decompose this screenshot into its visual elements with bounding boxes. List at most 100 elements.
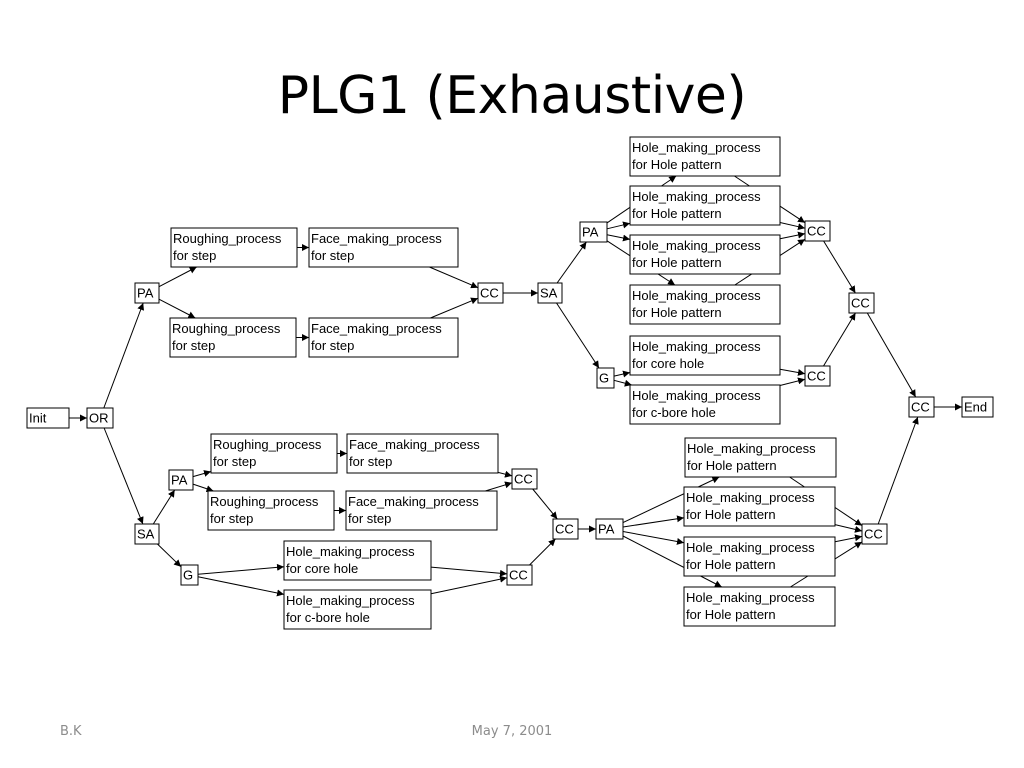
edge-or-to-sa_bot (103, 427, 144, 525)
node-box (908, 396, 935, 418)
edge-pa_top2-to-hole_t2 (606, 221, 631, 230)
edge-pa_bot-to-rough_c (192, 470, 212, 478)
edge-pa_bot2-to-hole_b1 (622, 476, 720, 524)
node-label-line: for step (172, 338, 215, 353)
node-label-line: for step (173, 248, 216, 263)
node-sa_bot: SA (134, 523, 160, 545)
edge-sa_top-to-pa_top2 (556, 241, 587, 284)
node-label-line: CC (864, 527, 883, 542)
node-label-line: CC (555, 522, 574, 537)
edge-face_a-to-cc_top1 (429, 266, 479, 289)
node-box (210, 433, 338, 474)
node-box (684, 437, 837, 478)
edge-hole_t3-to-cc_top_pa (779, 231, 806, 240)
node-label-line: G (183, 568, 193, 583)
node-box (134, 282, 160, 304)
node-label-line: for Hole pattern (686, 607, 776, 622)
node-box (170, 227, 298, 268)
node-label-line: Init (29, 411, 47, 426)
node-label-line: Face_making_process (349, 437, 480, 452)
node-label-line: Hole_making_process (286, 544, 415, 559)
node-label-line: SA (540, 286, 558, 301)
edge-g_bot-to-hole_core_bot (197, 563, 285, 575)
node-box (848, 292, 875, 314)
node-label-line: for Hole pattern (632, 255, 722, 270)
node-label-line: Roughing_process (172, 321, 281, 336)
node-label-line: Hole_making_process (632, 288, 761, 303)
node-label-line: CC (509, 568, 528, 583)
edge-pa_top-to-rough_b (158, 298, 196, 319)
node-or: OR (86, 407, 114, 429)
node-label-line: for Hole pattern (686, 557, 776, 572)
node-label-line: PA (171, 473, 188, 488)
node-label-line: Hole_making_process (286, 593, 415, 608)
node-label-line: for Hole pattern (632, 305, 722, 320)
node-cc_bot_pa: CC (511, 468, 538, 490)
node-box (629, 284, 781, 325)
edge-hole_t2-to-cc_top_pa (779, 222, 806, 231)
node-label-line: Hole_making_process (686, 540, 815, 555)
node-label-line: Roughing_process (210, 494, 319, 509)
node-label-line: PA (598, 522, 615, 537)
edge-hole_cbore_bot-to-cc_bot_g (430, 575, 508, 595)
node-label-line: Hole_making_process (686, 590, 815, 605)
edge-hole_cbore_top-to-cc_top_g (779, 377, 806, 386)
node-label-line: for step (210, 511, 253, 526)
node-box (308, 227, 459, 268)
node-label-line: for step (213, 454, 256, 469)
node-box (596, 367, 615, 389)
node-label-line: Face_making_process (311, 321, 442, 336)
edge-face_b-to-cc_top1 (430, 297, 479, 319)
node-label-line: for c-bore hole (632, 405, 716, 420)
node-label-line: for step (311, 338, 354, 353)
edge-g_bot-to-hole_cbore_bot (197, 576, 285, 597)
node-box (552, 518, 579, 540)
node-box (683, 586, 836, 627)
node-box (804, 365, 831, 387)
node-init: Init (26, 407, 70, 429)
node-box (346, 433, 499, 474)
node-end: End (961, 396, 994, 418)
node-label-line: Hole_making_process (632, 339, 761, 354)
node-label-line: CC (807, 369, 826, 384)
edge-cc_bot_g-to-cc_bot_merge (529, 538, 556, 566)
node-label-line: for Hole pattern (632, 206, 722, 221)
node-box (629, 234, 781, 275)
node-label-line: CC (514, 472, 533, 487)
node-label-line: Hole_making_process (632, 140, 761, 155)
node-pa_bot: PA (168, 469, 194, 491)
node-box (86, 407, 114, 429)
node-box (511, 468, 538, 490)
node-box (629, 335, 781, 376)
node-g_top: G (596, 367, 615, 389)
node-pa_bot2: PA (595, 518, 624, 540)
node-box (134, 523, 160, 545)
node-label-line: for step (311, 248, 354, 263)
node-cc_top_pa: CC (804, 220, 831, 242)
edge-or-to-pa_top (103, 302, 145, 409)
node-box (506, 564, 533, 586)
node-label-line: Face_making_process (311, 231, 442, 246)
node-label-line: Hole_making_process (632, 388, 761, 403)
node-sa_top: SA (537, 282, 563, 304)
node-box (283, 540, 432, 581)
node-box (683, 486, 836, 527)
node-box (629, 136, 781, 177)
node-label-line: CC (911, 400, 930, 415)
edge-sa_bot-to-pa_bot (152, 489, 176, 525)
node-cc_bot_merge: CC (552, 518, 579, 540)
edge-hole_b2-to-cc_bot_final (834, 524, 863, 533)
